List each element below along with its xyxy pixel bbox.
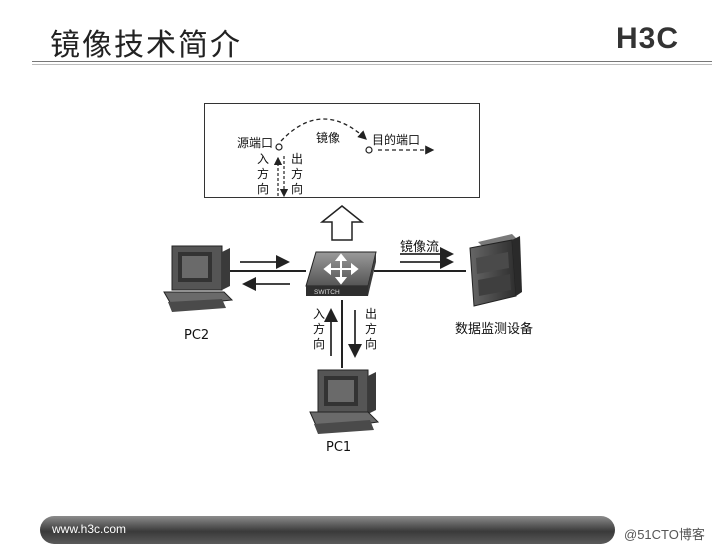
title-divider-top xyxy=(32,61,712,62)
pc1-computer-icon xyxy=(309,369,380,434)
footer-bar xyxy=(40,516,615,544)
legend-source-port-label: 源端口 xyxy=(237,136,274,150)
pc1-inbound-label: 入方向 xyxy=(312,307,325,351)
watermark: @51CTO博客 xyxy=(624,527,705,542)
legend-dest-port-dot xyxy=(365,146,373,154)
footer-url[interactable]: www.h3c.com xyxy=(52,522,127,536)
legend-outbound-label: 出方向 xyxy=(290,152,303,196)
pc2-computer-icon xyxy=(163,245,234,312)
legend-dest-port-label: 目的端口 xyxy=(372,133,421,147)
legend-mirror-dashed-arc xyxy=(280,118,367,142)
pc2-label: PC2 xyxy=(184,328,210,343)
mirror-flow-label: 镜像流 xyxy=(400,240,440,255)
legend-mirror-label: 镜像 xyxy=(316,131,341,145)
monitor-server-icon xyxy=(469,234,522,307)
pc1-outbound-label: 出方向 xyxy=(364,307,377,351)
brand-logo: H3C xyxy=(616,22,680,55)
monitor-device-label: 数据监测设备 xyxy=(455,322,534,337)
title-divider-bottom xyxy=(32,64,712,65)
slide-title: 镜像技术简介 xyxy=(50,28,242,63)
legend-inbound-label: 入方向 xyxy=(256,152,269,196)
hollow-up-arrow xyxy=(319,205,365,241)
switch-icon: SWITCH xyxy=(305,251,377,296)
switch-label-text: SWITCH xyxy=(314,289,340,296)
legend-box xyxy=(204,103,480,198)
pc1-label: PC1 xyxy=(326,440,352,455)
legend-source-port-dot xyxy=(275,143,283,151)
